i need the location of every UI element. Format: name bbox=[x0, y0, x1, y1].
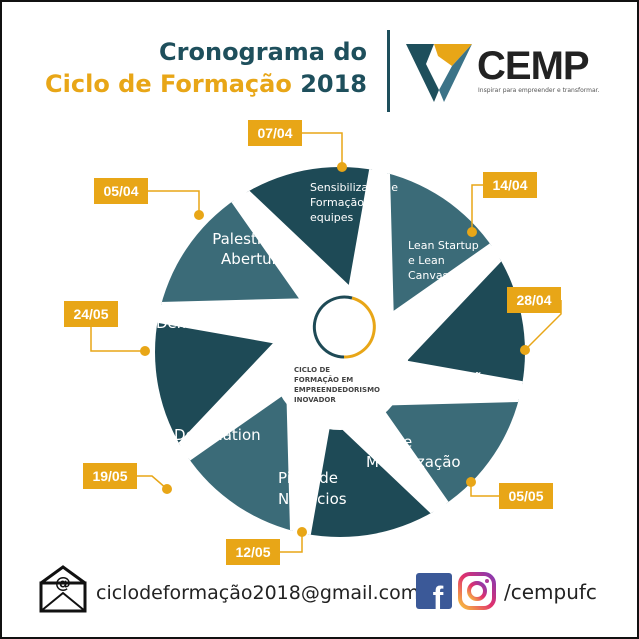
divider bbox=[387, 30, 390, 112]
date-badge: 28/04 bbox=[507, 287, 561, 313]
stage-label-pitch: Pitch de Negócios bbox=[278, 469, 347, 508]
center-ring-accent bbox=[343, 296, 376, 359]
wheel-blade bbox=[369, 393, 525, 537]
facebook-icon[interactable]: f bbox=[416, 573, 452, 609]
stage-label-lean-startup: Lean Startup e Lean Canvas bbox=[408, 239, 479, 282]
contact-email[interactable]: ciclodeformação2018@gmail.com bbox=[96, 582, 420, 604]
stage-label-sensibilizacao: Sensibilização e Formação de equipes bbox=[310, 181, 398, 224]
connector-dot bbox=[466, 477, 476, 487]
wheel-blade bbox=[155, 381, 299, 537]
date-badge: 24/05 bbox=[64, 301, 118, 327]
date-badge: 14/04 bbox=[483, 172, 537, 198]
date-badge: 19/05 bbox=[83, 463, 137, 489]
center-ring bbox=[312, 295, 353, 359]
connector-dot bbox=[194, 210, 204, 220]
connector-line bbox=[137, 475, 168, 490]
date-badge: 07/04 bbox=[248, 120, 302, 146]
connector-dot bbox=[467, 227, 477, 237]
center-label: CICLO DE FORMAÇÃO EM EMPREENDEDORISMO IN… bbox=[294, 366, 380, 404]
cemp-logo-text: CEMP bbox=[477, 44, 590, 88]
connector-line bbox=[148, 190, 200, 215]
title-line2: Ciclo de Formação 2018 bbox=[42, 70, 367, 98]
social-handle[interactable]: /cempufc bbox=[504, 580, 597, 604]
wheel-blade bbox=[185, 167, 389, 297]
stage-label-demolation: Demolation bbox=[174, 426, 261, 444]
date-badge: 05/04 bbox=[94, 178, 148, 204]
stage-label-validacao: Validação bbox=[420, 370, 492, 388]
connector-line bbox=[280, 532, 303, 553]
date-badge: 12/05 bbox=[226, 539, 280, 565]
title-year: 2018 bbox=[300, 70, 367, 98]
svg-text:@: @ bbox=[55, 573, 71, 592]
title-line1: Cronograma do bbox=[159, 38, 367, 66]
connector-dot bbox=[297, 527, 307, 537]
svg-text:f: f bbox=[433, 580, 444, 609]
connector-dot bbox=[162, 484, 172, 494]
wheel-blade bbox=[291, 407, 495, 537]
wheel-blade bbox=[395, 197, 525, 401]
cemp-logo-icon bbox=[406, 44, 472, 102]
wheel-center bbox=[272, 294, 408, 430]
connector-dot bbox=[520, 345, 530, 355]
connector-dot bbox=[337, 162, 347, 172]
instagram-icon[interactable] bbox=[457, 571, 497, 611]
stage-label-demo-day: Demo Day bbox=[156, 314, 235, 332]
wheel-blade bbox=[155, 167, 311, 311]
wheel-blade bbox=[381, 167, 525, 323]
connector-line bbox=[471, 184, 483, 232]
title-accent: Ciclo de Formação bbox=[45, 70, 292, 98]
email-icon: @ bbox=[39, 565, 87, 613]
connector-line bbox=[90, 327, 145, 352]
connector-dot bbox=[140, 346, 150, 356]
stage-label-palestra: Palestra de Abertura bbox=[212, 230, 296, 268]
date-badge: 05/05 bbox=[499, 483, 553, 509]
stage-label-mvp: MVP e Monetização bbox=[366, 433, 461, 471]
wheel-blade bbox=[155, 303, 285, 507]
connector-line bbox=[524, 300, 562, 351]
cemp-tagline: Inspirar para empreender e transformar. bbox=[478, 87, 600, 94]
